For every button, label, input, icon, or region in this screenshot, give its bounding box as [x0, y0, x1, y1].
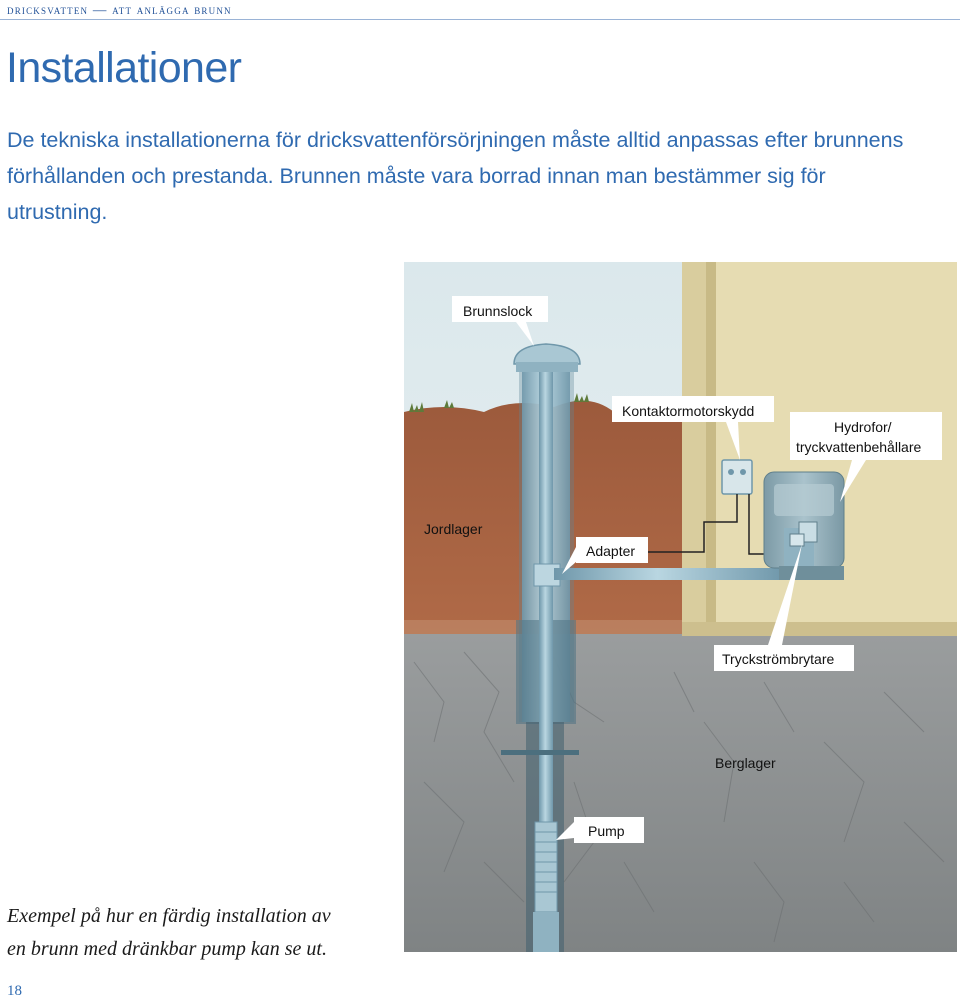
drop-pipe — [539, 372, 553, 842]
well-installation-illustration: Brunnslock Kontaktormotorskydd Hydrofor/… — [404, 262, 957, 952]
page-number: 18 — [7, 983, 22, 1000]
caption-line-2: en brunn med dränkbar pump kan se ut. — [7, 938, 327, 960]
intro-paragraph: De tekniska installationerna för dricksv… — [7, 122, 907, 230]
header-rule — [0, 19, 960, 20]
page-title: Installationer — [6, 44, 241, 93]
label-jordlager: Jordlager — [424, 521, 483, 537]
caption-line-1: Exempel på hur en färdig installation av — [7, 905, 331, 927]
water-line — [554, 568, 784, 580]
submersible-pump — [533, 822, 559, 952]
label-brunnslock-text: Brunnslock — [463, 303, 533, 319]
label-hydrofor-line2: tryckvattenbehållare — [796, 439, 922, 455]
figure-caption: Exempel på hur en färdig installation av… — [7, 900, 397, 966]
label-hydrofor-line1: Hydrofor/ — [834, 419, 892, 435]
label-adapter-text: Adapter — [586, 543, 635, 559]
label-pump-text: Pump — [588, 823, 625, 839]
label-kontaktor-text: Kontaktormotorskydd — [622, 403, 754, 419]
label-tryckstrombrytare-text: Tryckströmbrytare — [722, 651, 834, 667]
rock-layer — [404, 634, 957, 952]
contactor-box — [722, 460, 752, 494]
label-berglager: Berglager — [715, 755, 776, 771]
running-head: DRICKSVATTEN — ATT ANLÄGGA BRUNN — [7, 2, 232, 18]
